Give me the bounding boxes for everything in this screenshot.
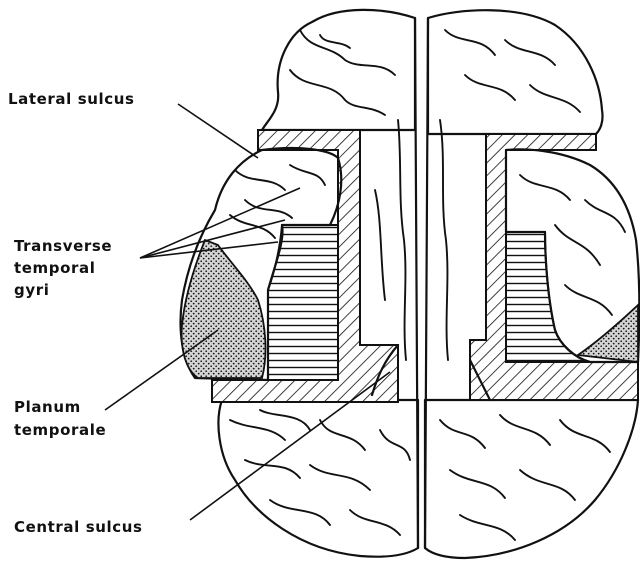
left-frontal-lobe xyxy=(262,10,415,130)
label-planum-line2: temporale xyxy=(14,421,106,439)
right-insula-region xyxy=(506,232,590,362)
left-planum-temporale xyxy=(182,240,266,378)
left-medial-wall xyxy=(415,18,418,548)
right-frontal-lobe xyxy=(428,10,603,134)
left-hemisphere xyxy=(181,10,418,557)
right-hemisphere xyxy=(425,10,639,558)
label-planum-line1: Planum xyxy=(14,398,81,416)
label-central-sulcus: Central sulcus xyxy=(14,518,143,536)
label-lateral-sulcus: Lateral sulcus xyxy=(8,90,135,108)
label-transverse-line3: gyri xyxy=(14,281,49,299)
right-occipital-lobe xyxy=(425,400,638,558)
label-transverse-line1: Transverse xyxy=(14,237,112,255)
right-planum-temporale xyxy=(578,305,638,362)
labels: Lateral sulcus Transverse temporal gyri … xyxy=(8,90,143,536)
label-transverse-line2: temporal xyxy=(14,259,95,277)
leader-lateral-sulcus xyxy=(178,104,258,158)
left-occipital-lobe xyxy=(218,400,418,557)
left-insula-region xyxy=(268,225,338,380)
